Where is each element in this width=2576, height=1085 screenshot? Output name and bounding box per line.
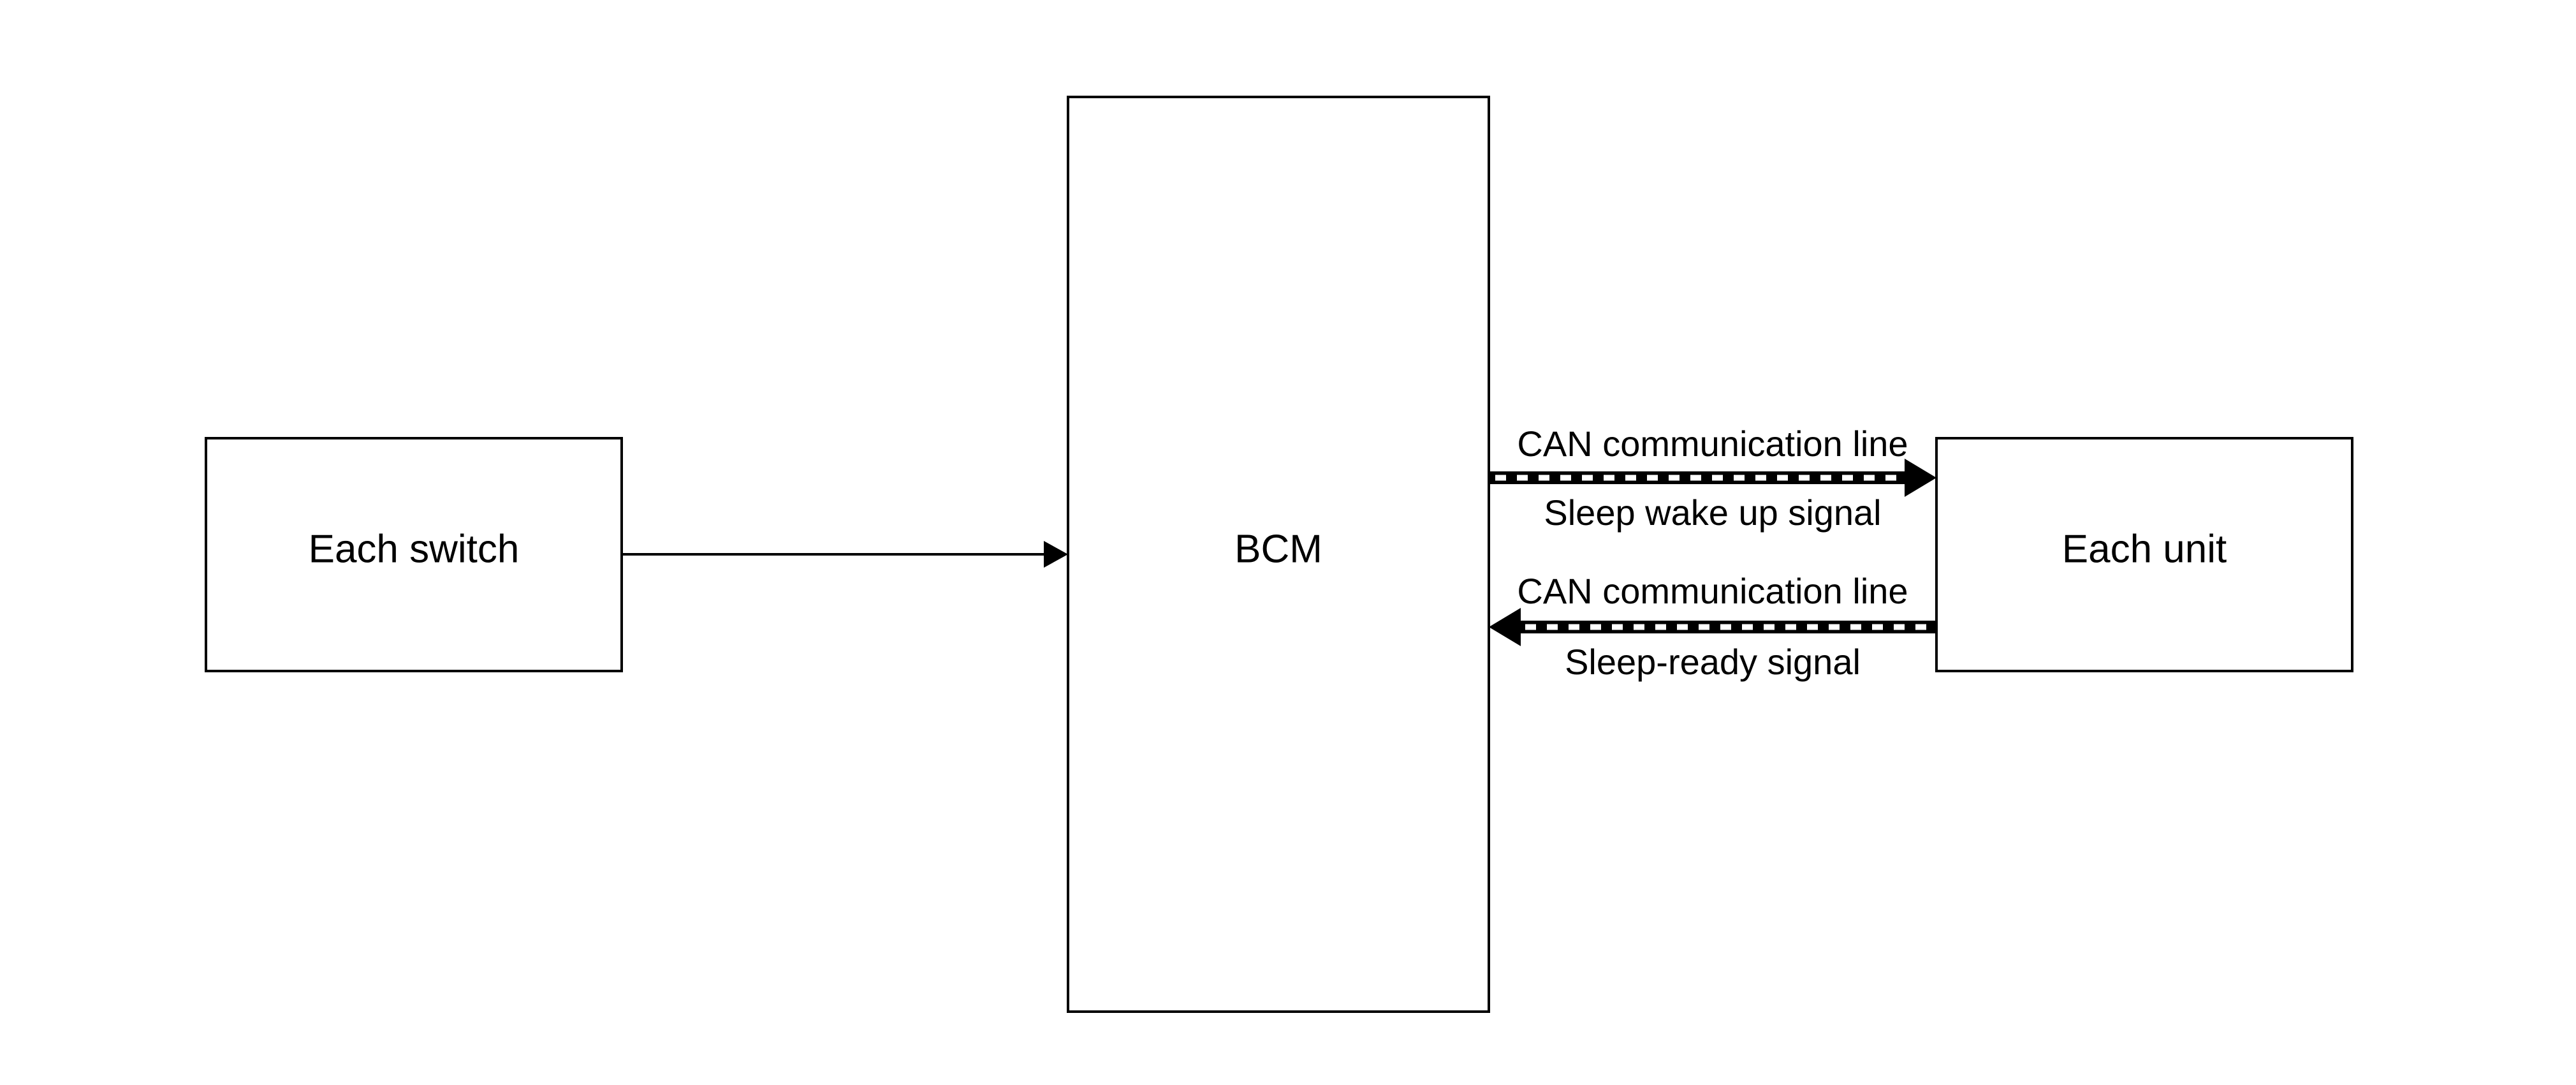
each-switch-node: Each switch: [205, 437, 623, 672]
wakeup-can-arrow: CAN communication line Sleep wake up sig…: [1489, 424, 1936, 533]
each-switch-label: Each switch: [309, 527, 520, 571]
bcm-label: BCM: [1234, 527, 1322, 571]
ready-arrowhead: [1489, 608, 1521, 646]
switch-to-bcm-arrowhead: [1044, 541, 1068, 568]
bcm-box: [1067, 96, 1490, 1013]
wakeup-arrowhead: [1905, 459, 1936, 497]
each-unit-box: [1935, 437, 2353, 672]
ready-can-arrow: CAN communication line Sleep-ready signa…: [1489, 571, 1936, 682]
bcm-node: BCM: [1067, 96, 1490, 1013]
each-switch-box: [205, 437, 623, 672]
ready-signal-label: Sleep-ready signal: [1565, 642, 1861, 682]
wakeup-signal-label: Sleep wake up signal: [1544, 492, 1881, 533]
each-unit-node: Each unit: [1935, 437, 2353, 672]
each-unit-label: Each unit: [2062, 527, 2227, 571]
ready-can-line-label: CAN communication line: [1517, 571, 1908, 611]
wakeup-can-line-label: CAN communication line: [1517, 424, 1908, 464]
switch-to-bcm-arrow: [622, 541, 1068, 568]
